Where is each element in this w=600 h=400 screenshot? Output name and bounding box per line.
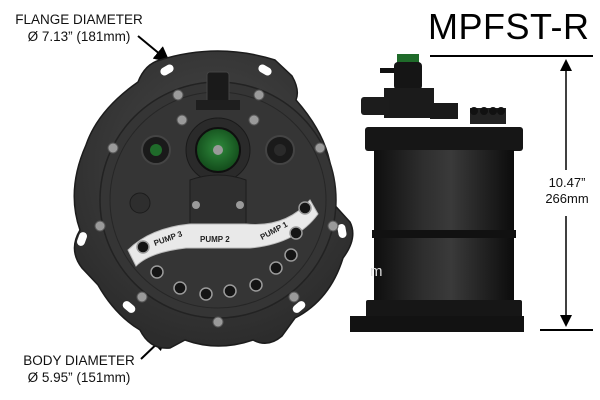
bolt — [212, 316, 224, 328]
pump-label-2: PUMP 2 — [200, 235, 230, 244]
body-diameter-value: Ø 5.95” (151mm) — [27, 370, 131, 385]
mount-slot — [337, 224, 347, 238]
bolt — [327, 220, 339, 232]
connector — [150, 265, 164, 279]
flange-diameter-value: Ø 7.13” (181mm) — [27, 29, 131, 44]
flange-diameter-label: FLANGE DIAMETER Ø 7.13” (181mm) — [6, 11, 152, 45]
bolt — [314, 142, 326, 154]
bolt — [172, 89, 184, 101]
model-title: MPFST-R — [428, 6, 590, 47]
switch — [129, 192, 151, 214]
mount-slot — [122, 301, 136, 313]
logo: m — [370, 263, 383, 280]
bolt — [136, 291, 148, 303]
connector — [289, 226, 303, 240]
connector — [298, 201, 312, 215]
pump-label-plate — [127, 199, 319, 267]
body-diameter-label: BODY DIAMETER Ø 5.95” (151mm) — [6, 352, 152, 386]
side-view: m — [350, 54, 524, 332]
flange-arrow — [137, 35, 171, 63]
connector — [269, 261, 283, 275]
side-flange — [365, 127, 523, 151]
mount-slot — [160, 64, 174, 76]
bolt — [94, 220, 106, 232]
side-fitting — [361, 97, 389, 115]
bolt — [176, 114, 188, 126]
connector — [173, 281, 187, 295]
connector — [284, 248, 298, 262]
body-diameter-name: BODY DIAMETER — [23, 353, 135, 368]
connector — [136, 240, 150, 254]
height-metric: 266mm — [545, 191, 589, 206]
connector — [223, 284, 237, 298]
regulator-cap — [397, 54, 419, 64]
side-base — [350, 316, 524, 332]
flange-diameter-name: FLANGE DIAMETER — [15, 12, 143, 27]
mount-slot — [76, 232, 88, 246]
bolt — [253, 89, 265, 101]
bolt — [288, 291, 300, 303]
bolt — [107, 142, 119, 154]
height-imperial: 10.47” — [548, 175, 586, 190]
height-label: 10.47” 266mm — [540, 175, 594, 207]
top-view — [73, 50, 354, 349]
mount-slot — [258, 64, 272, 76]
connector — [249, 278, 263, 292]
bolt — [248, 114, 260, 126]
mount-slot — [292, 301, 306, 313]
connector — [199, 287, 213, 301]
